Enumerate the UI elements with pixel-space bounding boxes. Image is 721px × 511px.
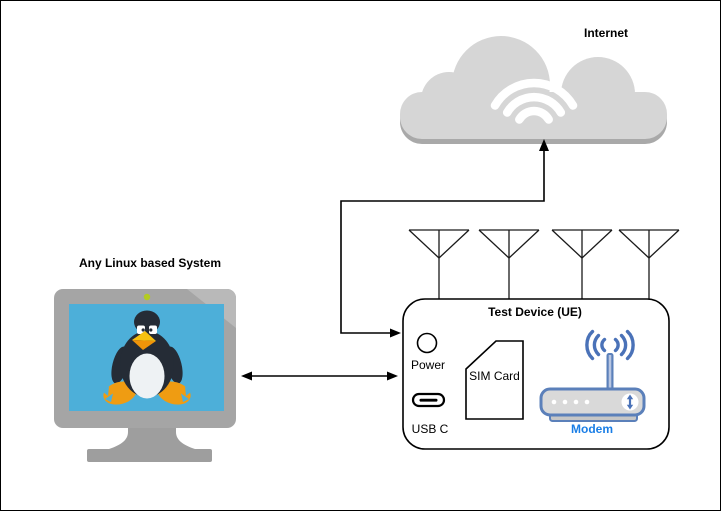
usb-c-label: USB C: [411, 422, 449, 436]
test-device-title: Test Device (UE): [488, 305, 582, 319]
antenna-icon: [618, 229, 680, 299]
linux-system-label: Any Linux based System: [78, 256, 222, 270]
power-circle-icon: [416, 332, 438, 354]
up-down-arrow-icon: [621, 393, 639, 411]
webcam-led-icon: [143, 293, 151, 301]
wifi-signal-icon: [490, 78, 578, 124]
modem-label: Modem: [571, 422, 613, 436]
arrowhead-up-icon: [539, 139, 549, 151]
usb-c-port-icon: [411, 392, 446, 408]
power-label: Power: [410, 358, 446, 372]
antenna-icon: [551, 229, 613, 299]
antenna-icon: [408, 229, 470, 299]
connector-monitor-to-device: [241, 371, 398, 381]
modem-router-icon: [539, 329, 646, 422]
radio-waves-icon: [585, 329, 635, 361]
connector-device-to-cloud: [340, 139, 549, 334]
antenna-icon: [478, 229, 540, 299]
arrowhead-right-icon: [390, 328, 401, 338]
arrowhead-left-icon: [241, 371, 252, 381]
linux-tux-icon: [102, 310, 192, 405]
cloud-icon: [400, 36, 667, 144]
sim-card-icon: [465, 340, 524, 420]
internet-label: Internet: [583, 26, 629, 40]
sim-card-label: SIM Card: [469, 369, 520, 383]
monitor-icon: [54, 289, 236, 462]
arrowhead-right-icon: [387, 371, 398, 381]
antenna-array: [408, 229, 680, 299]
